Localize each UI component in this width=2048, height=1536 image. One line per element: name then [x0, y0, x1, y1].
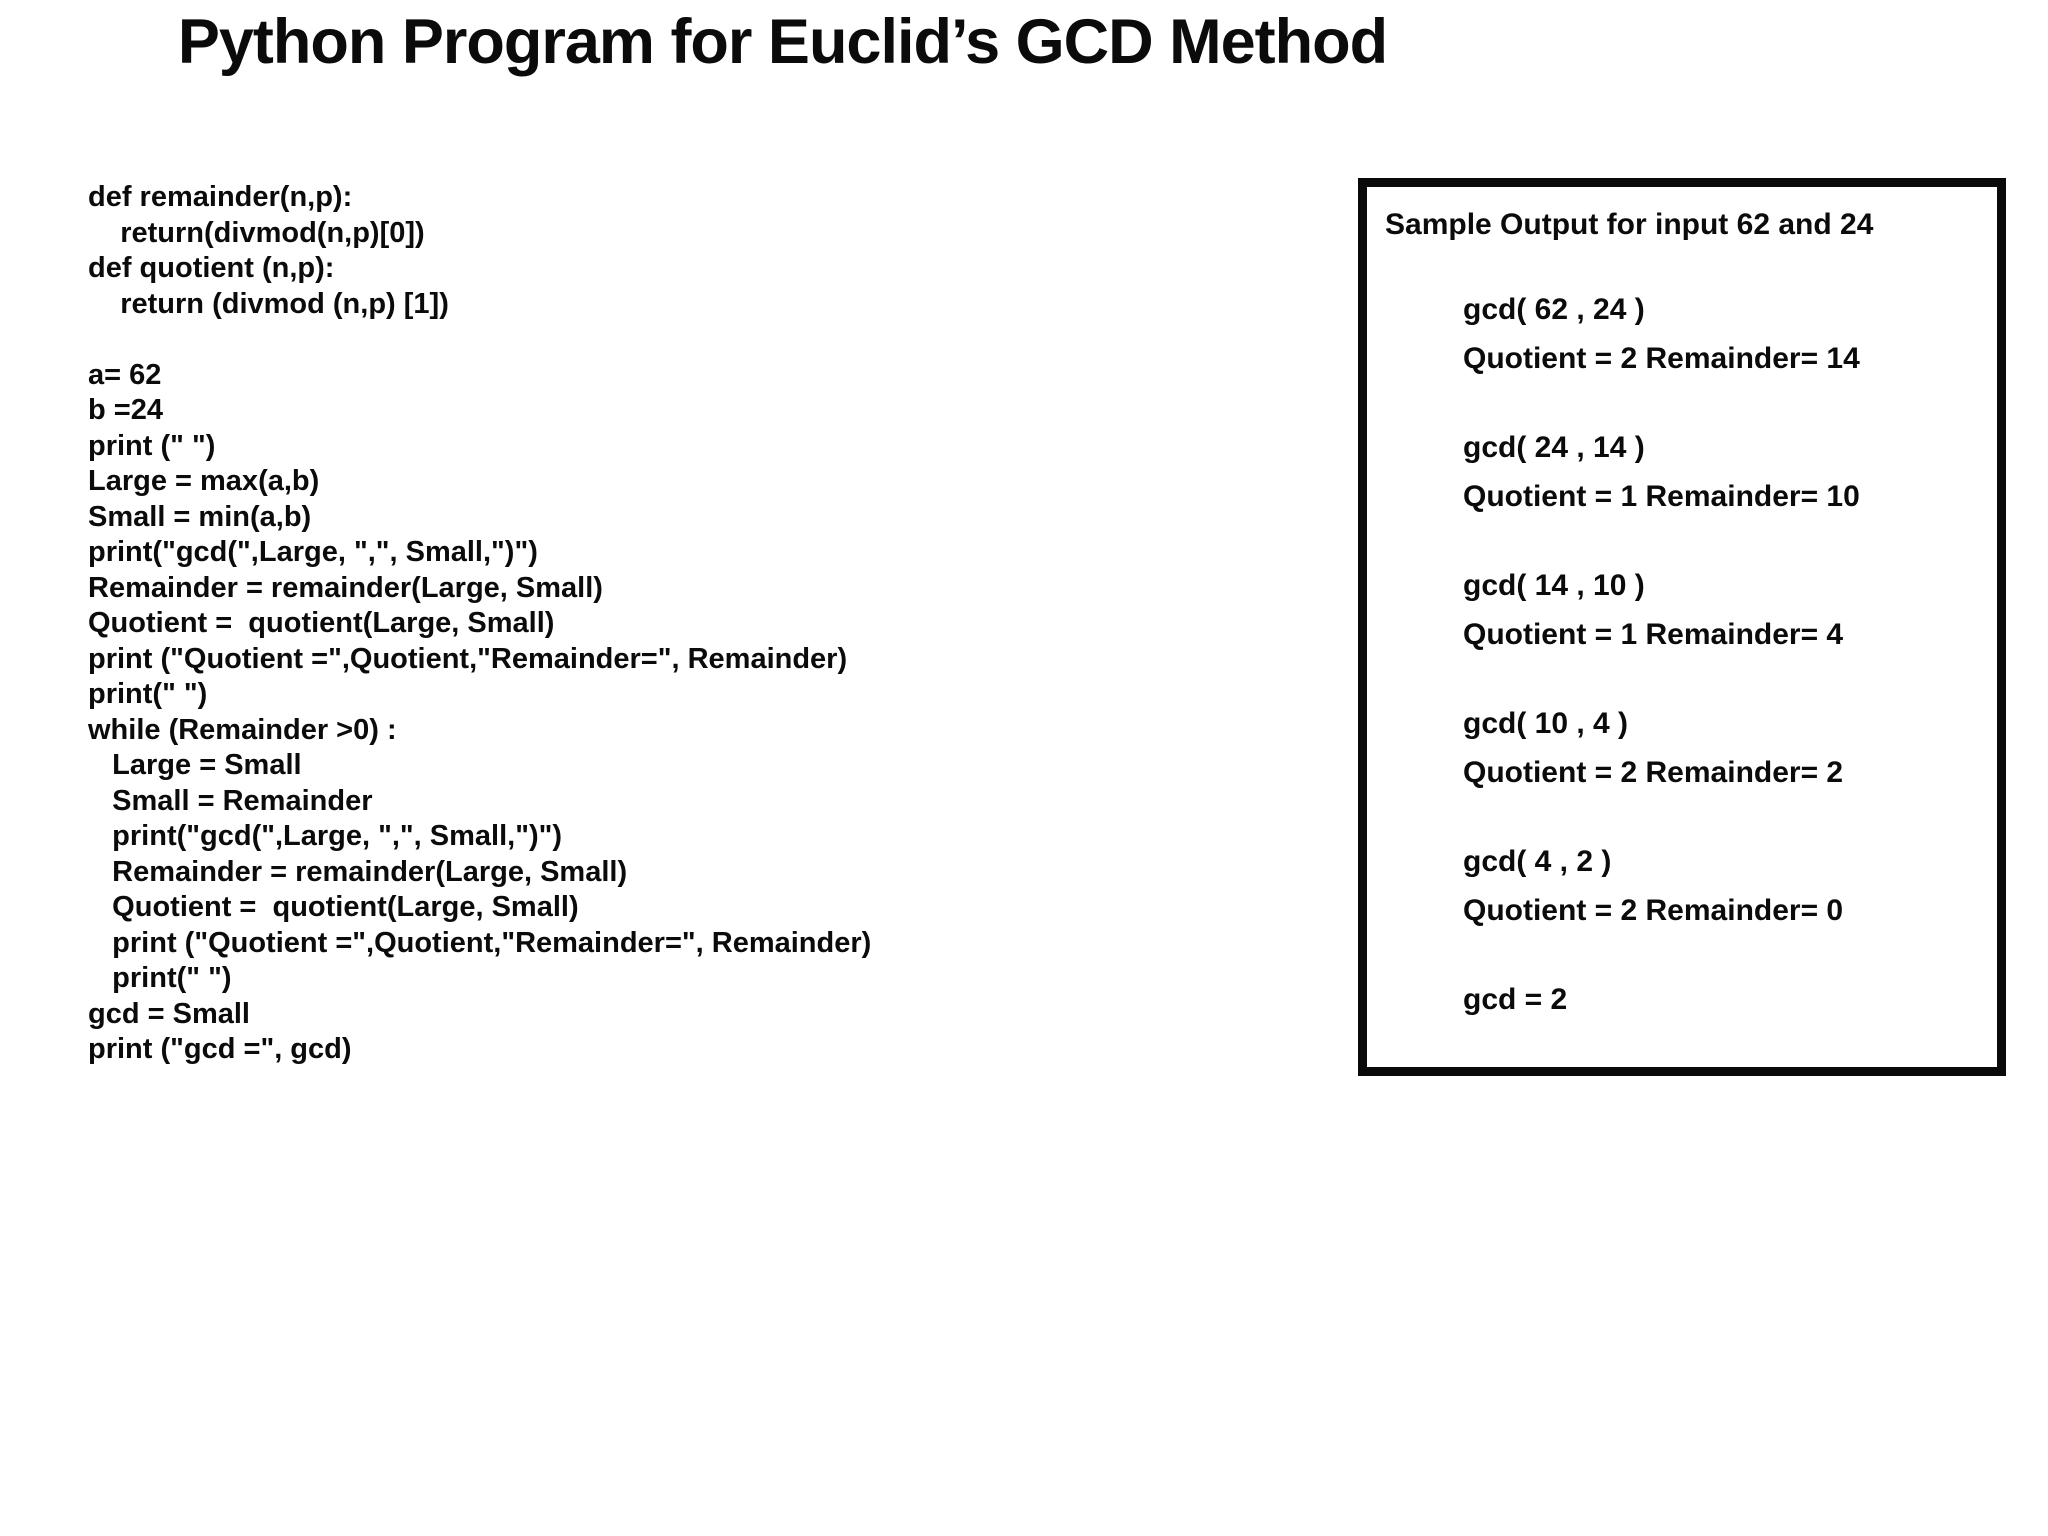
code-line: Large = Small: [88, 749, 302, 781]
code-line: while (Remainder >0) :: [88, 713, 397, 746]
code-line: return(divmod(n,p)[0]): [88, 216, 425, 249]
output-call: gcd( 10 , 4 ): [1463, 707, 1629, 740]
code-line: print("gcd(",Large, ",", Small,")"): [88, 820, 563, 852]
code-line: Remainder = remainder(Large, Small): [88, 855, 628, 888]
code-line: Quotient = quotient(Large, Small): [88, 891, 579, 923]
output-call: gcd( 24 , 14 ): [1463, 431, 1645, 464]
code-line: gcd = Small: [88, 997, 250, 1030]
output-result: Quotient = 1 Remainder= 10: [1463, 480, 1860, 513]
code-line: a= 62: [88, 358, 162, 391]
code-line: Large = max(a,b): [88, 465, 320, 497]
code-line: Small = min(a,b): [88, 500, 312, 533]
code-line: Quotient = quotient(Large, Small): [88, 607, 555, 639]
output-step: gcd( 62 , 24 ) Quotient = 2 Remainder= 1…: [1463, 285, 1981, 383]
code-line: print("gcd(",Large, ",", Small,")"): [88, 536, 538, 568]
code-line: print ("Quotient =",Quotient,"Remainder=…: [88, 926, 872, 959]
code-line: print(" "): [88, 962, 232, 994]
output-step: gcd( 10 , 4 ) Quotient = 2 Remainder= 2: [1463, 699, 1981, 797]
page-title: Python Program for Euclid’s GCD Method: [177, 7, 1388, 77]
code-line: Remainder = remainder(Large, Small): [88, 571, 603, 604]
code-line: def remainder(n,p):: [88, 181, 353, 213]
code-line: b =24: [88, 394, 163, 426]
output-step: gcd( 14 , 10 ) Quotient = 1 Remainder= 4: [1463, 561, 1981, 659]
output-result: Quotient = 2 Remainder= 0: [1463, 894, 1844, 927]
output-step: gcd( 24 , 14 ) Quotient = 1 Remainder= 1…: [1463, 423, 1981, 521]
code-line: print(" "): [88, 678, 208, 710]
sample-output-header: Sample Output for input 62 and 24: [1385, 208, 1874, 241]
code-line: Small = Remainder: [88, 784, 373, 817]
code-line: def quotient (n,p):: [88, 252, 335, 284]
code-line: print (" "): [88, 429, 216, 462]
output-result: Quotient = 2 Remainder= 2: [1463, 756, 1844, 789]
code-line: print ("gcd =", gcd): [88, 1033, 352, 1065]
code-line: return (divmod (n,p) [1]): [88, 287, 449, 320]
sample-output-box: Sample Output for input 62 and 24 gcd( 6…: [1358, 178, 2006, 1076]
output-step: gcd( 4 , 2 ) Quotient = 2 Remainder= 0: [1463, 837, 1981, 935]
output-result: Quotient = 1 Remainder= 4: [1463, 618, 1844, 651]
output-call: gcd( 14 , 10 ): [1463, 569, 1645, 602]
code-line: [88, 322, 871, 358]
code-line: print ("Quotient =",Quotient,"Remainder=…: [88, 642, 848, 675]
code-block: def remainder(n,p): return(divmod(n,p)[0…: [88, 180, 871, 1068]
output-call: gcd( 62 , 24 ): [1463, 293, 1645, 326]
output-call: gcd( 4 , 2 ): [1463, 845, 1612, 878]
output-steps: gcd( 62 , 24 ) Quotient = 2 Remainder= 1…: [1385, 285, 1981, 1024]
output-final: gcd = 2: [1463, 983, 1568, 1016]
output-result: Quotient = 2 Remainder= 14: [1463, 342, 1860, 375]
